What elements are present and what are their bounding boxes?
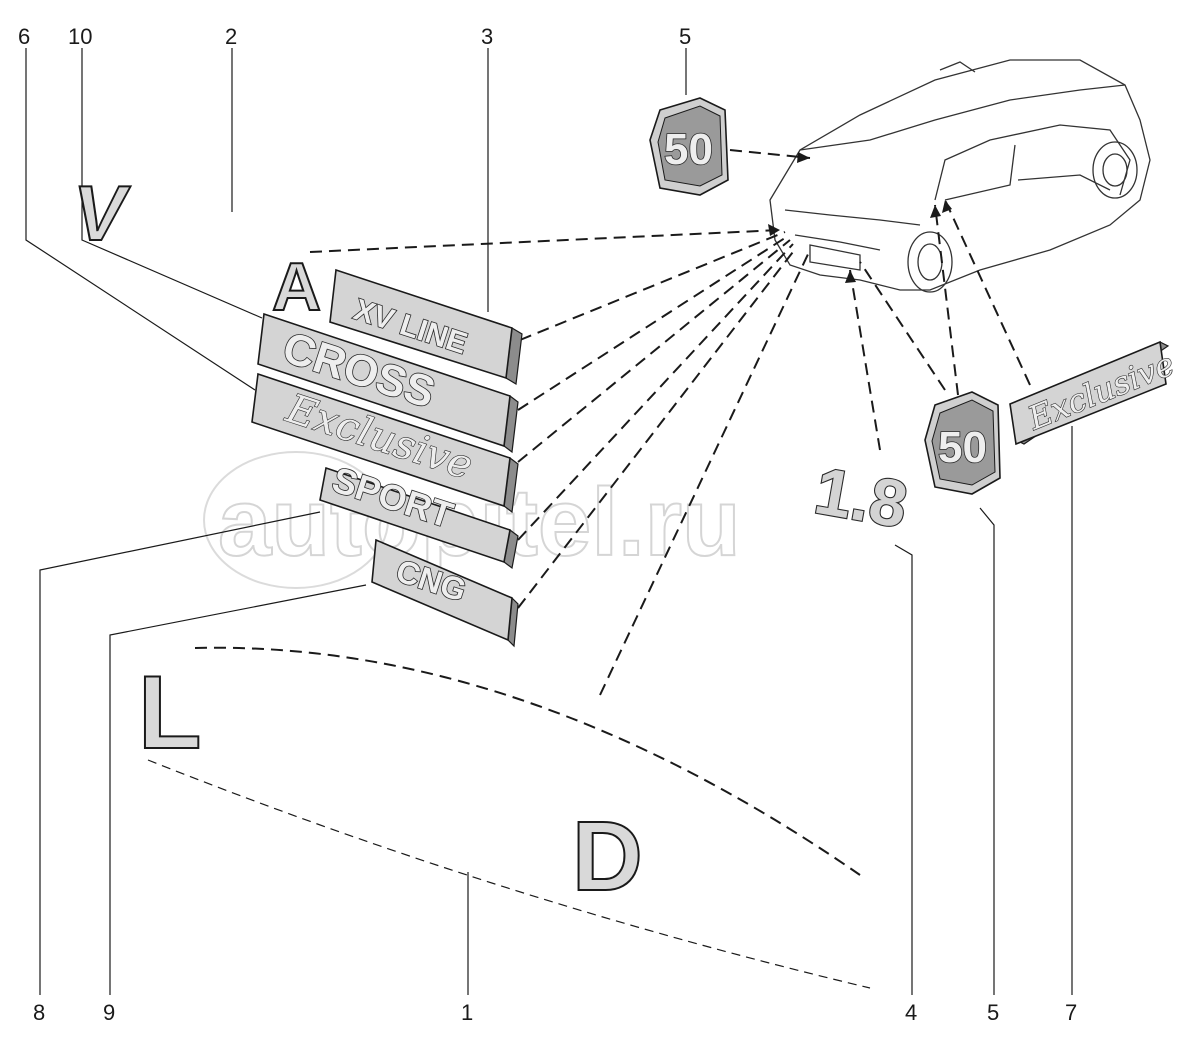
callout-1: 1	[461, 1000, 473, 1025]
letter-v-badge: V	[66, 169, 135, 258]
callout-8: 8	[33, 1000, 45, 1025]
car-illustration	[769, 59, 1151, 293]
letter-l-badge: L	[137, 654, 203, 772]
letter-a-badge: A	[271, 248, 322, 326]
callout-3: 3	[481, 24, 493, 49]
callout-2: 2	[225, 24, 237, 49]
anniversary-badge-top: 50	[649, 97, 729, 196]
callout-labels: 6 10 2 3 5 8 9 1 4 5 7	[18, 24, 1077, 1025]
exclusive-side-plate: Exclusive	[1009, 340, 1180, 446]
callout-9: 9	[103, 1000, 115, 1025]
anniversary-badge-bottom: 50	[924, 391, 1001, 495]
displacement-text: 1.8	[810, 453, 913, 542]
callout-4: 4	[905, 1000, 917, 1025]
letter-a: A	[272, 249, 321, 325]
letter-d-badge: D	[571, 800, 644, 912]
callout-6: 6	[18, 24, 30, 49]
callout-10: 10	[68, 24, 92, 49]
arrow-lines	[147, 149, 1031, 989]
anniversary-bottom-text: 50	[938, 423, 987, 472]
callout-5-top: 5	[679, 24, 691, 49]
displacement-badge: 1.8	[808, 452, 913, 543]
letter-l: L	[138, 655, 202, 771]
leader-lines	[25, 48, 1073, 995]
anniversary-top-text: 50	[664, 125, 713, 174]
callout-5-bottom: 5	[987, 1000, 999, 1025]
letter-v: V	[67, 170, 134, 257]
callout-7: 7	[1065, 1000, 1077, 1025]
letter-d: D	[572, 801, 643, 911]
